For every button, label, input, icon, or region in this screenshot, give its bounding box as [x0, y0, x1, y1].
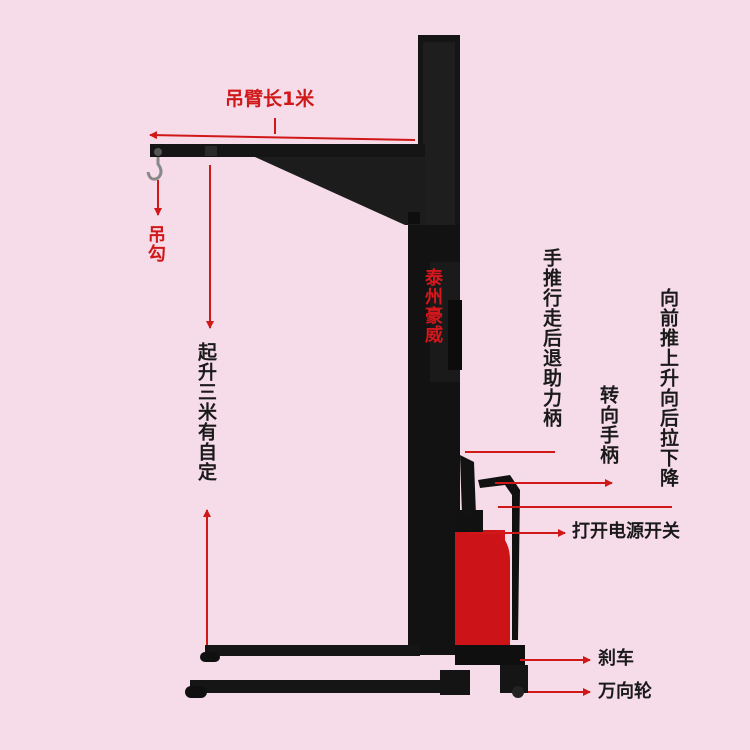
push-handle-label: 手推行走后退助力柄 — [539, 248, 562, 428]
caster-label: 万向轮 — [598, 681, 652, 702]
wheels — [440, 665, 528, 698]
power-switch-label: 打开电源开关 — [572, 521, 680, 542]
hook-label: 吊勾 — [144, 225, 166, 263]
hook-graphic — [146, 148, 163, 181]
mast — [408, 35, 462, 655]
power-unit — [455, 510, 525, 665]
annotation-lines — [149, 118, 672, 696]
forks — [185, 645, 440, 698]
forward-backward-label: 向前推上升向后拉下降 — [656, 288, 679, 488]
boom-length-label: 吊臂长1米 — [225, 88, 315, 110]
brand-text: 泰州豪威 — [422, 268, 443, 344]
handles — [460, 455, 520, 640]
steering-handle-label: 转向手柄 — [596, 385, 619, 465]
lift-height-label: 起升三米有自定 — [194, 342, 217, 482]
boom-arm — [150, 144, 425, 225]
brake-label: 刹车 — [598, 648, 634, 669]
